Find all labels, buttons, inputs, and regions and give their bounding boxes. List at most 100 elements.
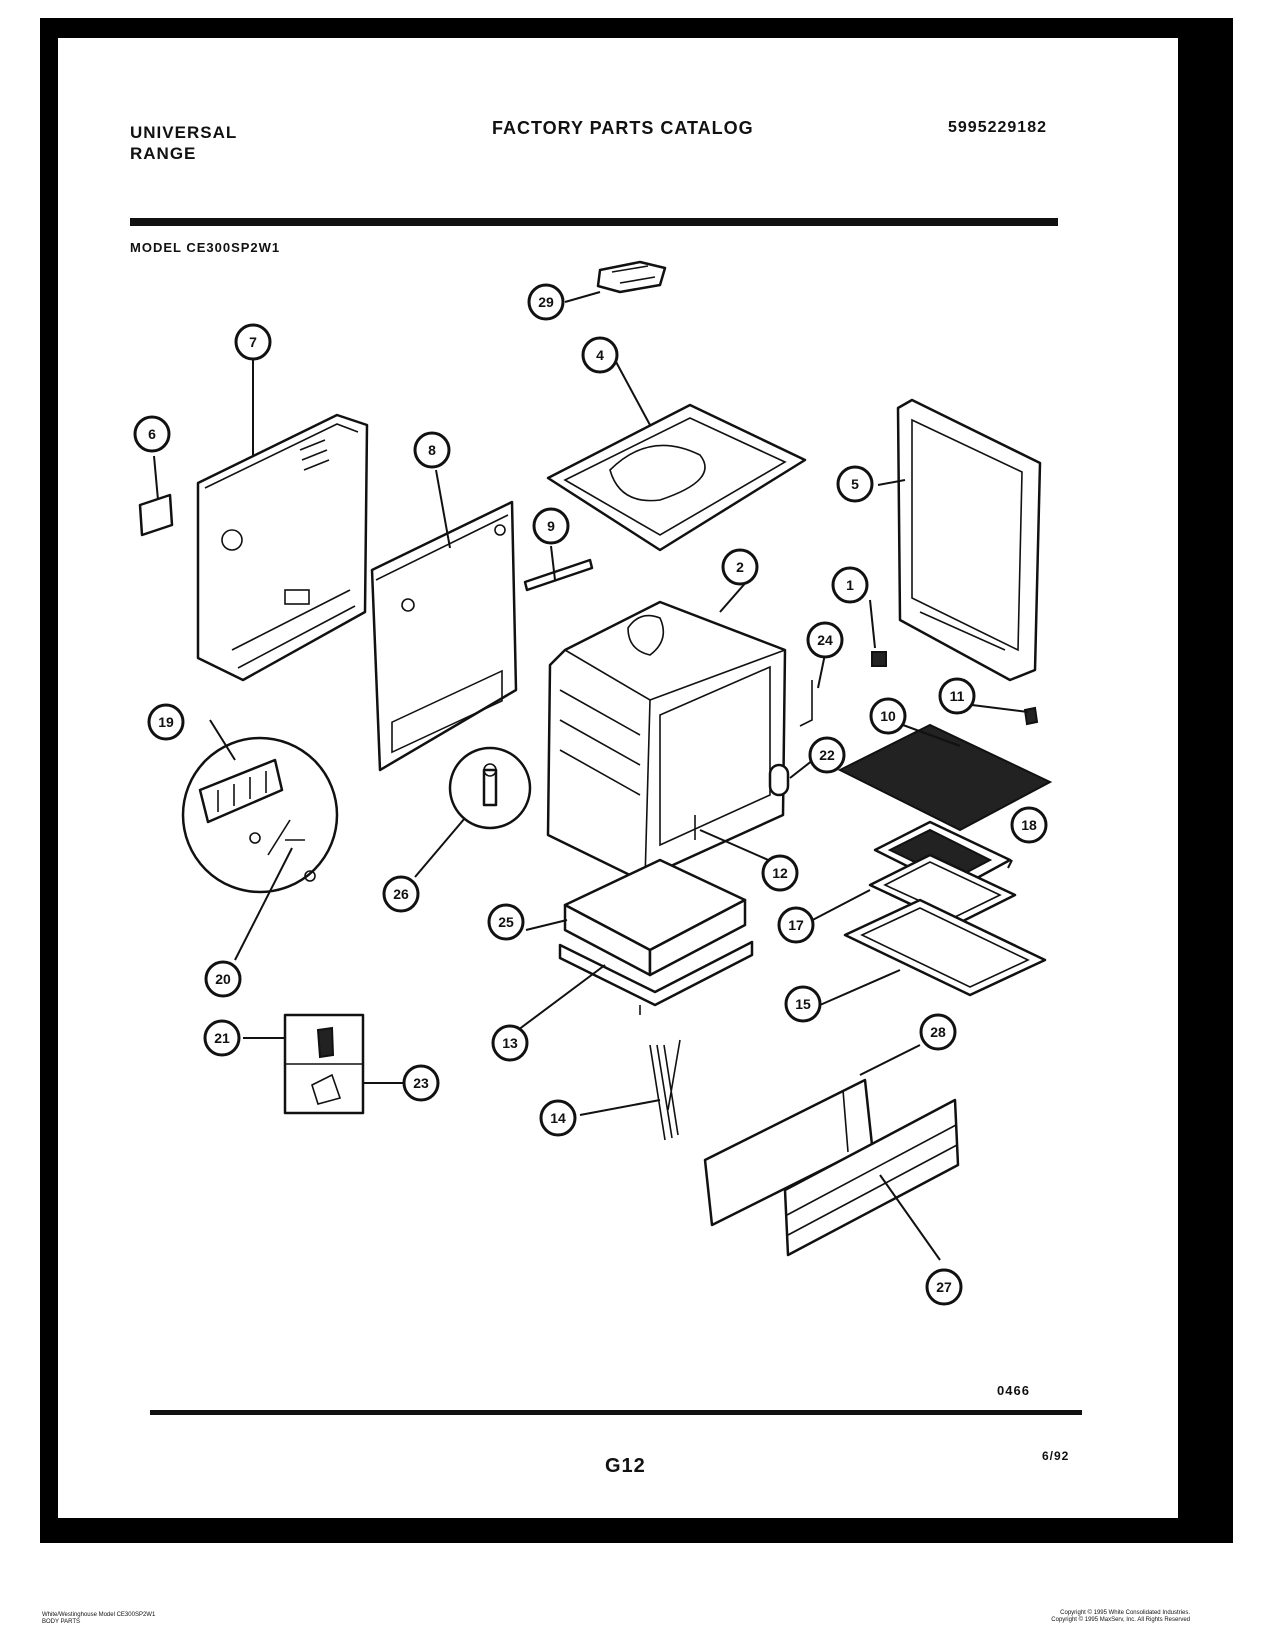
page-date: 6/92	[1042, 1449, 1070, 1463]
callout-circle	[204, 960, 242, 998]
callout-number: 12	[772, 865, 788, 881]
callout-11: 11	[938, 677, 976, 715]
callout-number: 6	[148, 426, 156, 442]
callout-circle	[402, 1064, 440, 1102]
callout-number: 20	[215, 971, 231, 987]
callout-number: 8	[428, 442, 436, 458]
callout-18: 18	[1010, 806, 1048, 844]
brand-label: UNIVERSAL RANGE	[130, 122, 237, 164]
callout-27: 27	[925, 1268, 963, 1306]
callout-5: 5	[836, 465, 874, 503]
catalog-title: FACTORY PARTS CATALOG	[492, 118, 754, 138]
footer-rule	[150, 1410, 1082, 1415]
callout-29: 29	[527, 283, 565, 321]
footer-copyright: Copyright © 1995 White Consolidated Indu…	[1051, 1610, 1190, 1624]
callout-15: 15	[784, 985, 822, 1023]
callout-number: 17	[788, 917, 804, 933]
callout-circle	[382, 875, 420, 913]
part-26-leg-detail	[448, 746, 532, 830]
callout-circle	[539, 1099, 577, 1137]
copyright-line-1: Copyright © 1995 White Consolidated Indu…	[1060, 1610, 1190, 1616]
part-18-frame	[873, 820, 1012, 892]
part-15-frame	[843, 898, 1047, 997]
callout-circle	[761, 854, 799, 892]
callout-24: 24	[806, 621, 844, 659]
callout-circle	[784, 985, 822, 1023]
callout-number: 10	[880, 708, 896, 724]
part-19-terminal-block-detail	[181, 736, 339, 894]
callout-number: 9	[547, 518, 555, 534]
callout-layer: 1245678910111213141517181920212223242526…	[133, 283, 1048, 1306]
callout-number: 23	[413, 1075, 429, 1091]
part-13-drawer-base	[558, 940, 754, 1015]
header-rule	[130, 218, 1058, 226]
callout-7: 7	[234, 323, 272, 361]
part-8-back-panel	[370, 500, 518, 772]
callout-1: 1	[831, 566, 869, 604]
callout-19: 19	[147, 703, 185, 741]
callout-circle	[147, 703, 185, 741]
callout-number: 13	[502, 1035, 518, 1051]
callout-23: 23	[402, 1064, 440, 1102]
brand-line-2: RANGE	[130, 144, 197, 163]
part-21-23-box	[283, 1013, 365, 1115]
drawing-code: 0466	[997, 1383, 1030, 1398]
callout-circle	[532, 507, 570, 545]
callout-number: 24	[817, 632, 833, 648]
callout-circle	[413, 431, 451, 469]
part-11-pin	[1023, 706, 1039, 726]
callout-21: 21	[203, 1019, 241, 1057]
callout-2: 2	[721, 548, 759, 586]
callout-number: 5	[851, 476, 859, 492]
callout-circle	[581, 336, 619, 374]
callout-number: 29	[538, 294, 554, 310]
callout-number: 28	[930, 1024, 946, 1040]
part-10-rack	[837, 723, 1053, 832]
callout-number: 7	[249, 334, 257, 350]
callout-number: 14	[550, 1110, 566, 1126]
part-9-strip	[523, 558, 594, 592]
callout-9: 9	[532, 507, 570, 545]
callout-number: 25	[498, 914, 514, 930]
callout-number: 22	[819, 747, 835, 763]
callout-20: 20	[204, 960, 242, 998]
callout-number: 15	[795, 996, 811, 1012]
callout-circle	[203, 1019, 241, 1057]
callout-circle	[808, 736, 846, 774]
footer-model-info: White/Westinghouse Model CE300SP2W1 BODY…	[42, 1612, 155, 1626]
callout-circle	[234, 323, 272, 361]
callout-28: 28	[919, 1013, 957, 1051]
footer-model-line: White/Westinghouse Model CE300SP2W1	[42, 1612, 156, 1618]
callout-circle	[836, 465, 874, 503]
callout-10: 10	[869, 697, 907, 735]
callout-22: 22	[808, 736, 846, 774]
callout-number: 21	[214, 1030, 230, 1046]
part-2-oven-body	[546, 600, 790, 882]
part-7-control-panel	[196, 413, 369, 682]
callout-circle	[925, 1268, 963, 1306]
callout-circle	[721, 548, 759, 586]
part-14-wire-harness	[649, 1039, 681, 1141]
callout-12: 12	[761, 854, 799, 892]
callout-number: 18	[1021, 817, 1037, 833]
callout-circle	[777, 906, 815, 944]
part-27-trim	[783, 1098, 960, 1257]
callout-number: 4	[596, 347, 604, 363]
copyright-line-2: Copyright © 1995 MaxServ, Inc. All Right…	[1051, 1617, 1190, 1623]
callout-circle	[1010, 806, 1048, 844]
callout-number: 2	[736, 559, 744, 575]
callout-circle	[133, 415, 171, 453]
callout-circle	[919, 1013, 957, 1051]
callout-8: 8	[413, 431, 451, 469]
callout-26: 26	[382, 875, 420, 913]
callout-circle	[527, 283, 565, 321]
catalog-number: 5995229182	[948, 119, 1047, 136]
callout-6: 6	[133, 415, 171, 453]
callout-number: 19	[158, 714, 174, 730]
part-25-drawer	[563, 858, 747, 977]
callout-circle	[487, 903, 525, 941]
callout-number: 1	[846, 577, 854, 593]
callout-circle	[831, 566, 869, 604]
model-label: MODEL CE300SP2W1	[130, 240, 281, 255]
